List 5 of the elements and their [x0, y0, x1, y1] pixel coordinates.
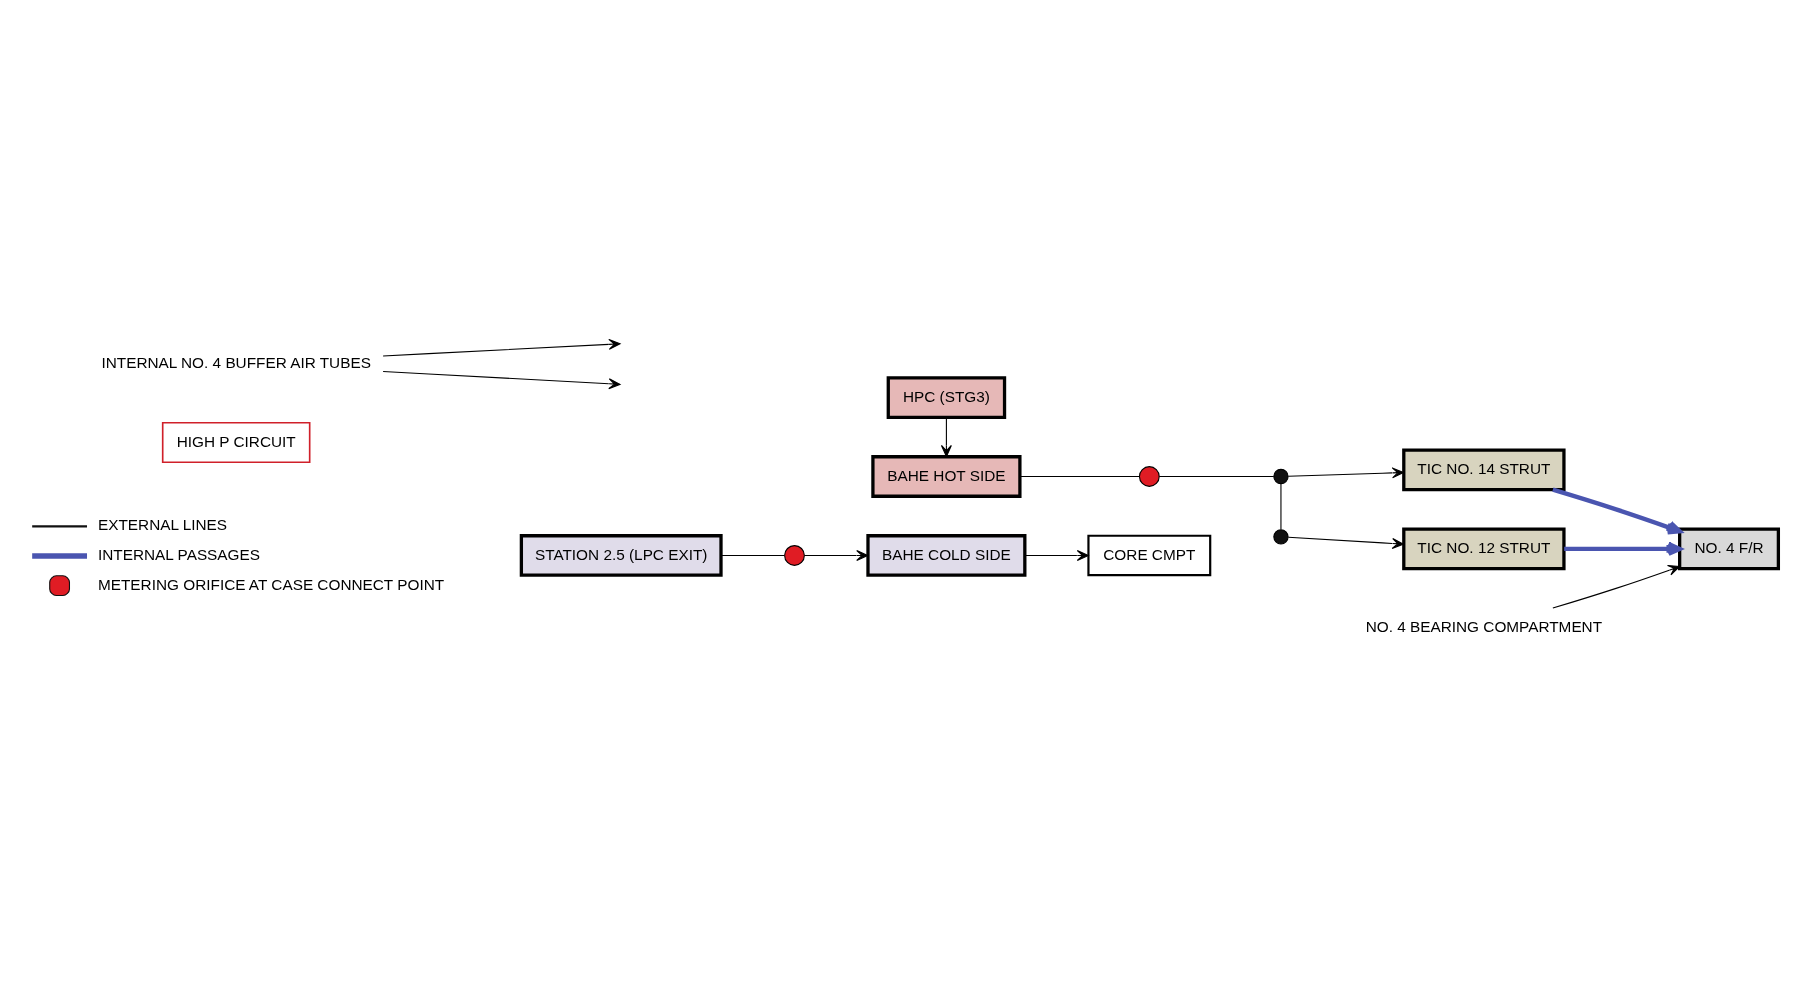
node-text: INTERNAL NO. 4 BUFFER AIR TUBES	[101, 353, 371, 371]
legend-label: EXTERNAL LINES	[97, 515, 228, 533]
legend-label: METERING ORIFICE AT CASE CONNECT POINT	[97, 575, 445, 593]
node-text: NO. 4 BEARING COMPARTMENT	[1365, 617, 1603, 635]
legend-label: INTERNAL PASSAGES	[97, 545, 260, 563]
